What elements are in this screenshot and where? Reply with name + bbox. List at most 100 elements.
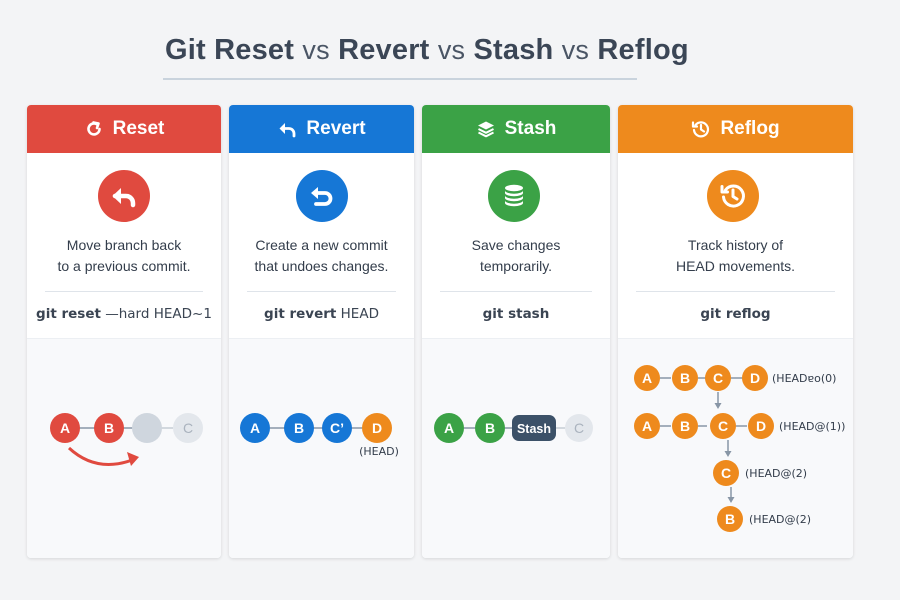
revert-description: Create a new commit that undoes changes.	[229, 235, 414, 277]
divider	[440, 291, 592, 292]
commit-label: D	[750, 370, 760, 386]
commit-label: C	[183, 420, 193, 436]
commit-label: D	[372, 420, 382, 436]
commit-node	[742, 365, 768, 391]
commit-label: C	[574, 420, 584, 436]
commit-node	[634, 365, 660, 391]
reset-description: Move branch back to a previous commit.	[27, 235, 221, 277]
reflog-entry-label: (HEAD@(1))	[779, 420, 845, 433]
title-reset: Git Reset	[165, 34, 295, 66]
stash-card: Stash Save changes temporarily. git stas…	[422, 105, 610, 558]
commit-label: C	[718, 418, 728, 434]
commit-label: A	[250, 420, 260, 436]
reflog-entry-label: (HEADɐo(0)	[772, 372, 836, 385]
commit-label: C	[721, 465, 731, 481]
commit-label: C	[713, 370, 723, 386]
database-stack-icon	[488, 170, 540, 222]
commit-node	[717, 506, 743, 532]
undo-arrow-icon	[98, 170, 150, 222]
commit-label: A	[60, 420, 70, 436]
reflog-desc-line: HEAD movements.	[675, 258, 796, 274]
commit-label: C’	[330, 420, 344, 436]
revert-commit-diagram: A B C’ D (HEAD)	[240, 413, 399, 458]
title-vs: vs	[302, 35, 330, 65]
stash-diagram-area: A B Stash C	[422, 338, 610, 558]
stash-label: Stash	[517, 422, 551, 436]
head-label: (HEAD)	[359, 445, 399, 458]
commit-label: B	[725, 511, 735, 527]
title-divider	[163, 78, 637, 80]
ghost-commit-node	[132, 413, 162, 443]
history-clock-icon	[707, 170, 759, 222]
command-keyword: git stash	[482, 306, 550, 322]
stash-commit-diagram: A B Stash C	[434, 413, 593, 443]
layers-icon	[477, 121, 494, 138]
revert-card-title: Revert	[306, 118, 366, 139]
commit-label: B	[104, 420, 114, 436]
commit-node	[434, 413, 464, 443]
reset-desc-line: Move branch back	[66, 237, 182, 253]
command-args: HEAD	[336, 306, 379, 322]
revert-card-header: Revert	[229, 105, 414, 153]
commit-node	[240, 413, 270, 443]
reflog-diagram-area: A B C D (HEADɐo(0) A B C D (HEAD@(1))	[618, 338, 853, 558]
commit-node	[672, 365, 698, 391]
revert-command: git revert HEAD	[229, 306, 414, 322]
commit-node	[94, 413, 124, 443]
title-revert: Revert	[338, 34, 430, 66]
reflog-entry-label: (HEAD@(2)	[749, 513, 811, 526]
reflog-card-header: Reflog	[618, 105, 853, 153]
arrowhead	[127, 452, 139, 466]
stash-box	[512, 415, 556, 441]
commit-node	[634, 413, 660, 439]
revert-card: Revert Create a new commit that undoes c…	[229, 105, 414, 558]
title-vs: vs	[437, 35, 466, 65]
commit-node	[50, 413, 80, 443]
commit-label: D	[756, 418, 766, 434]
title-stash: Stash	[473, 34, 554, 66]
commit-label: B	[294, 420, 304, 436]
revert-desc-line: Create a new commit	[255, 237, 388, 253]
commit-node	[705, 365, 731, 391]
reset-arrow	[67, 446, 136, 466]
commit-label: B	[680, 418, 690, 434]
reflog-command: git reflog	[618, 306, 853, 322]
command-keyword: git reflog	[700, 306, 771, 322]
commit-label: A	[642, 418, 652, 434]
command-args: —hard HEAD~1	[100, 306, 212, 322]
page-title: Git Reset vs Revert vs Stash vs Reflog	[165, 34, 689, 67]
commit-node	[322, 413, 352, 443]
commit-label: B	[680, 370, 690, 386]
reflog-card-title: Reflog	[720, 118, 780, 139]
commit-node	[672, 413, 698, 439]
reset-command: git reset —hard HEAD~1	[27, 306, 221, 322]
commit-label: B	[485, 420, 495, 436]
commit-node	[713, 460, 739, 486]
reflog-description: Track history of HEAD movements.	[618, 235, 853, 277]
revert-arrow-icon	[296, 170, 348, 222]
ghost-commit-node	[173, 413, 203, 443]
divider	[45, 291, 203, 292]
reflog-card: Reflog Track history of HEAD movements. …	[618, 105, 853, 558]
reset-diagram-area: A B C	[27, 338, 221, 558]
divider	[247, 291, 396, 292]
reflog-history-diagram: A B C D (HEADɐo(0) A B C D (HEAD@(1))	[634, 365, 845, 532]
history-icon	[692, 121, 710, 138]
stash-card-header: Stash	[422, 105, 610, 153]
commit-node	[475, 413, 505, 443]
title-reflog: Reflog	[597, 34, 689, 66]
title-vs: vs	[561, 35, 590, 65]
reset-arrow-icon	[86, 121, 101, 136]
stash-desc-line: temporarily.	[479, 258, 553, 274]
command-keyword: git reset	[36, 306, 101, 322]
reflog-entry-label: (HEAD@(2)	[745, 467, 807, 480]
reset-card-header: Reset	[27, 105, 221, 153]
commit-label: A	[642, 370, 652, 386]
stash-desc-line: Save changes	[471, 237, 561, 253]
reflog-desc-line: Track history of	[687, 237, 784, 253]
commit-node	[362, 413, 392, 443]
reset-desc-line: to a previous commit.	[57, 258, 191, 274]
commit-node	[284, 413, 314, 443]
divider	[636, 291, 835, 292]
stash-command: git stash	[422, 306, 610, 322]
